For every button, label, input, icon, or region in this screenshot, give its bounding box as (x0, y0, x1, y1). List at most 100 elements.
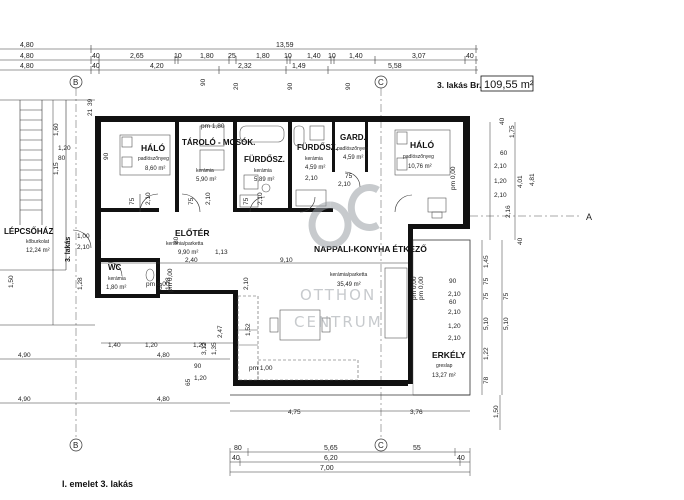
dim-label: pm 0,00 (411, 276, 418, 300)
dim-label: 3,76 (410, 409, 423, 416)
room-area: 5,90 m² (196, 177, 216, 183)
dim-label: pm 1,80 (201, 123, 225, 130)
walls (95, 116, 470, 386)
dim-label: 2,10 (448, 291, 461, 298)
dim-label: 40 (92, 53, 100, 60)
dim-label: 4,80 (20, 42, 34, 49)
dim-label: 10 (284, 53, 292, 60)
dim-label: 2,10 (257, 192, 264, 205)
dim-label: 1,75 (509, 125, 516, 138)
dim-label: 80 (58, 155, 66, 162)
dim-label: 75 (483, 292, 490, 300)
dim-label: 1,52 (245, 323, 252, 336)
dim-label: 4,80 (20, 63, 34, 70)
dim-label: 75 (129, 197, 136, 205)
dim-label: 60 (157, 282, 164, 290)
dim-label: 75 (483, 277, 490, 285)
dim-label: 1,20 (194, 375, 207, 382)
dim-label: 40 (499, 117, 506, 125)
room-area: 10,76 m² (408, 164, 432, 170)
right-dimension-lines (481, 122, 516, 430)
dim-label: 4,80 (20, 53, 34, 60)
dim-label: 90 (194, 363, 202, 370)
dim-label: 1,20 (193, 342, 206, 349)
bottom-dimension-lines (229, 448, 471, 476)
dim-label: 1,45 (483, 255, 490, 268)
dim-label: 78 (483, 376, 490, 384)
room-area: 13,27 m² (432, 373, 456, 379)
dim-label: pm 0,00 (167, 268, 174, 292)
room-name: WC (108, 263, 122, 272)
dim-label: 1,22 (483, 347, 490, 360)
axis-b-top: B (73, 78, 78, 87)
room-name: FÜRDŐSZ. (244, 155, 285, 164)
dim-label: 60 (500, 150, 508, 157)
dim-label: 4,01 (517, 175, 524, 188)
dim-label: 5,65 (324, 445, 338, 452)
room-name: HÁLÓ (410, 139, 434, 150)
dim-label: 60 (449, 299, 457, 306)
axis-c-bottom: C (378, 441, 384, 450)
dim-label: 40 (517, 237, 524, 245)
door-swings (72, 171, 413, 277)
room-floor: kerámia (305, 156, 323, 162)
dim-label: 6,20 (324, 455, 338, 462)
dim-label: 1,60 (53, 123, 60, 136)
top-dimension-labels: 4,80 13,59 4,80 40 2,65 10 1,80 25 1,80 … (20, 42, 474, 70)
stair-label: 3. lakás (65, 237, 72, 262)
room-name: HÁLÓ (141, 142, 165, 153)
dim-label: 1,40 (349, 53, 363, 60)
dim-label: 90 (449, 278, 457, 285)
dim-label: 1,13 (215, 249, 228, 256)
dim-label: 1,40 (108, 342, 121, 349)
staircase (0, 99, 95, 326)
dim-label: 4,20 (150, 63, 164, 70)
inner-dimension-lines (100, 239, 470, 412)
dim-label: 5,58 (388, 63, 402, 70)
dim-label: pm 0,00 (450, 166, 457, 190)
watermark: OTTHON CENTRUM (294, 184, 381, 331)
bottom-dimension-labels: 80 5,65 55 40 6,20 40 7,00 (232, 445, 465, 472)
dim-label: 2,10 (305, 175, 318, 182)
room-floor: kerámia/parketta (330, 272, 367, 278)
dim-label: 4,80 (157, 396, 170, 403)
room-floor: kőburkolat (26, 239, 50, 245)
room-labels: HÁLÓ padlószőnyeg 8,60 m² TÁROLÓ - MOSÓK… (106, 133, 466, 379)
dim-label: 2,10 (243, 277, 250, 290)
room-area: 4,59 m² (343, 155, 363, 161)
dim-label: 1,20 (448, 323, 461, 330)
apartment-area: 109,55 m² (484, 79, 534, 91)
dim-label: 40 (92, 63, 100, 70)
dim-label: 2,47 (217, 325, 224, 338)
dim-label: 25 (228, 53, 236, 60)
room-floor: padlószőnyeg (403, 154, 434, 160)
dim-label: 55 (413, 445, 421, 452)
room-name: TÁROLÓ - MOSÓK. (182, 138, 255, 147)
dim-label: 2,10 (205, 192, 212, 205)
inner-dimension-labels: 4,80 4,80 1,40 1,20 1,20 90 1,20 4,75 3,… (77, 78, 457, 416)
dim-label: 10 (174, 53, 182, 60)
room-floor: kerámia (254, 168, 272, 174)
dim-label: 90 (345, 82, 352, 90)
dim-label: 13,59 (276, 42, 294, 49)
room-name: ERKÉLY (432, 350, 466, 360)
room-floor: kerámia (196, 168, 214, 174)
apartment-label: 3. lakás Br.: (437, 80, 484, 90)
dim-label: 1,15 (53, 162, 60, 175)
dim-label: 80 (234, 445, 242, 452)
watermark-line1: OTTHON (300, 286, 376, 304)
room-floor: padlószőnyeg (337, 146, 368, 152)
dim-label: 10 (328, 53, 336, 60)
room-name: LÉPCSŐHÁZ (4, 227, 53, 236)
room-floor: padlószőnyeg (138, 156, 169, 162)
room-area: 5,89 m² (254, 177, 274, 183)
dim-label: 90 (287, 82, 294, 90)
dim-label: 1,80 (256, 53, 270, 60)
dim-label: 4,80 (157, 352, 170, 359)
room-floor: greslap (436, 363, 453, 369)
room-area: 4,59 m² (305, 165, 325, 171)
dim-label: 2,10 (338, 181, 351, 188)
dim-label: pm 1,00 (249, 365, 273, 372)
dim-label: 1,35 (211, 342, 218, 355)
